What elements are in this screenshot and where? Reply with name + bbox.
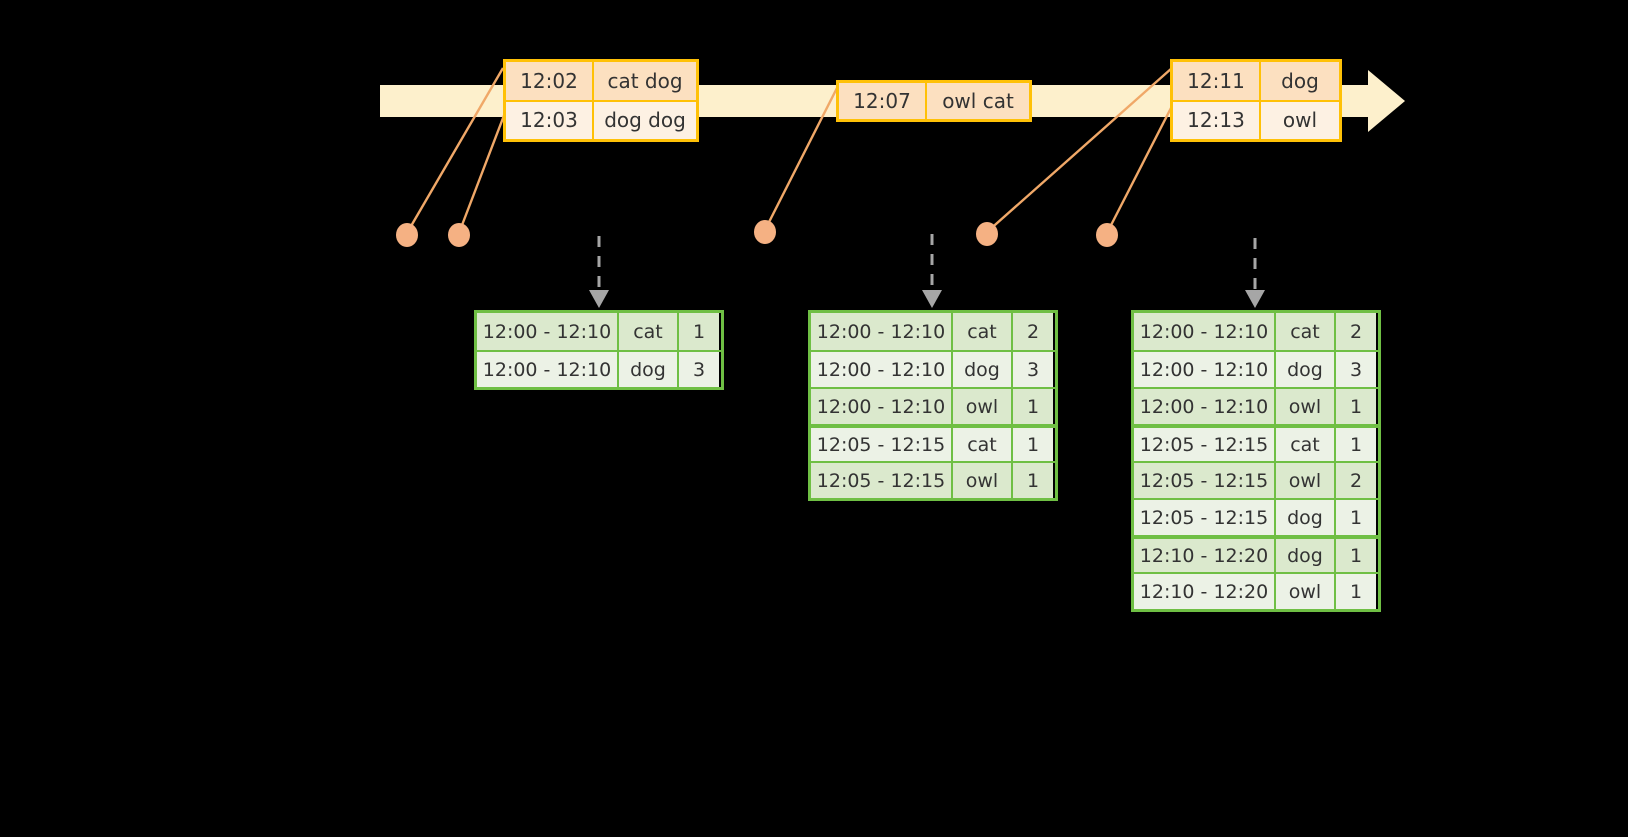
event-words: dog dog [594, 101, 696, 139]
table-row: 12:00 - 12:10 dog 3 [1134, 350, 1378, 387]
cell-count: 1 [1013, 389, 1053, 424]
event-time: 12:07 [839, 83, 927, 119]
event-row[interactable]: 12:13 owl [1173, 99, 1339, 139]
result-table-1: 12:00 - 12:10 cat 1 12:00 - 12:10 dog 3 [474, 310, 724, 390]
table-row: 12:00 - 12:10 dog 3 [477, 350, 721, 387]
table-row: 12:00 - 12:10 owl 1 [1134, 387, 1378, 424]
connector-dots [396, 220, 1118, 247]
event-time: 12:11 [1173, 62, 1261, 100]
cell-key: dog [953, 352, 1013, 387]
cell-window: 12:00 - 12:10 [1134, 313, 1276, 350]
cell-window: 12:10 - 12:20 [1134, 574, 1276, 609]
cell-key: dog [1276, 352, 1336, 387]
table-row: 12:05 - 12:15 cat 1 [811, 424, 1055, 461]
cell-window: 12:05 - 12:15 [1134, 500, 1276, 535]
cell-window: 12:00 - 12:10 [477, 352, 619, 387]
cell-key: owl [953, 389, 1013, 424]
table-row: 12:05 - 12:15 owl 2 [1134, 461, 1378, 498]
table-row: 12:05 - 12:15 cat 1 [1134, 424, 1378, 461]
event-words: dog [1261, 62, 1339, 100]
event-words: owl cat [927, 83, 1029, 119]
emit-arrows [589, 234, 1265, 308]
cell-window: 12:10 - 12:20 [1134, 539, 1276, 572]
event-row[interactable]: 12:11 dog [1173, 62, 1339, 100]
cell-key: owl [1276, 574, 1336, 609]
event-row[interactable]: 12:07 owl cat [839, 83, 1029, 119]
cell-window: 12:05 - 12:15 [811, 463, 953, 498]
event-time: 12:02 [506, 62, 594, 100]
cell-count: 1 [1013, 428, 1053, 461]
table-row: 12:00 - 12:10 cat 2 [811, 313, 1055, 350]
table-row: 12:05 - 12:15 owl 1 [811, 461, 1055, 498]
event-row[interactable]: 12:02 cat dog [506, 62, 696, 100]
cell-key: dog [619, 352, 679, 387]
cell-count: 1 [1336, 574, 1376, 609]
cell-count: 1 [1336, 389, 1376, 424]
cell-window: 12:00 - 12:10 [811, 313, 953, 350]
cell-count: 2 [1336, 313, 1376, 350]
event-words: owl [1261, 101, 1339, 139]
cell-window: 12:00 - 12:10 [1134, 352, 1276, 387]
table-row: 12:00 - 12:10 owl 1 [811, 387, 1055, 424]
cell-count: 1 [1336, 428, 1376, 461]
table-row: 12:05 - 12:15 dog 1 [1134, 498, 1378, 535]
event-time: 12:13 [1173, 101, 1261, 139]
cell-key: cat [1276, 428, 1336, 461]
cell-count: 1 [1013, 463, 1053, 498]
cell-key: owl [1276, 463, 1336, 498]
cell-count: 2 [1013, 313, 1053, 350]
event-words: cat dog [594, 62, 696, 100]
cell-window: 12:00 - 12:10 [811, 352, 953, 387]
cell-window: 12:05 - 12:15 [811, 428, 953, 461]
cell-key: owl [1276, 389, 1336, 424]
event-time: 12:03 [506, 101, 594, 139]
cell-window: 12:00 - 12:10 [1134, 389, 1276, 424]
cell-key: dog [1276, 500, 1336, 535]
cell-count: 1 [679, 313, 719, 350]
cell-count: 3 [1336, 352, 1376, 387]
cell-window: 12:00 - 12:10 [811, 389, 953, 424]
cell-window: 12:00 - 12:10 [477, 313, 619, 350]
event-group-3[interactable]: 12:11 dog 12:13 owl [1170, 59, 1342, 142]
result-table-2: 12:00 - 12:10 cat 2 12:00 - 12:10 dog 3 … [808, 310, 1058, 501]
result-table-3: 12:00 - 12:10 cat 2 12:00 - 12:10 dog 3 … [1131, 310, 1381, 612]
table-row: 12:00 - 12:10 cat 2 [1134, 313, 1378, 350]
event-row[interactable]: 12:03 dog dog [506, 99, 696, 139]
cell-key: owl [953, 463, 1013, 498]
cell-count: 1 [1336, 500, 1376, 535]
event-group-2[interactable]: 12:07 owl cat [836, 80, 1032, 122]
cell-count: 3 [1013, 352, 1053, 387]
cell-count: 1 [1336, 539, 1376, 572]
table-row: 12:10 - 12:20 owl 1 [1134, 572, 1378, 609]
cell-count: 3 [679, 352, 719, 387]
table-row: 12:10 - 12:20 dog 1 [1134, 535, 1378, 572]
cell-key: cat [1276, 313, 1336, 350]
cell-key: cat [619, 313, 679, 350]
cell-window: 12:05 - 12:15 [1134, 428, 1276, 461]
cell-key: dog [1276, 539, 1336, 572]
cell-window: 12:05 - 12:15 [1134, 463, 1276, 498]
table-row: 12:00 - 12:10 cat 1 [477, 313, 721, 350]
cell-key: cat [953, 428, 1013, 461]
cell-key: cat [953, 313, 1013, 350]
event-group-1[interactable]: 12:02 cat dog 12:03 dog dog [503, 59, 699, 142]
cell-count: 2 [1336, 463, 1376, 498]
table-row: 12:00 - 12:10 dog 3 [811, 350, 1055, 387]
